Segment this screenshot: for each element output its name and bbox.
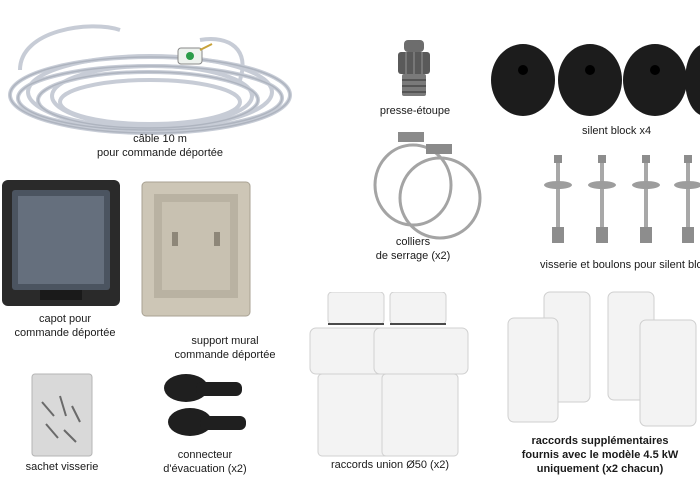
cable-label: câble 10 m pour commande déportée <box>97 133 223 159</box>
drain-connector-label: connecteur d'évacuation (x2) <box>163 449 247 475</box>
cable-gland-image <box>398 40 430 96</box>
extra-fittings-image <box>507 291 697 427</box>
wall-support-label: support mural commande déportée <box>174 335 276 361</box>
bolts-label: visserie et boulons pour silent block <box>540 259 700 271</box>
cable-gland-label: presse-étoupe <box>379 105 451 117</box>
bolts-image <box>544 155 700 243</box>
wall-support-image <box>141 181 251 317</box>
drain-connector-image <box>164 374 246 436</box>
remote-cover-image <box>2 180 120 306</box>
cable-coil-image <box>8 24 292 135</box>
union-fittings-label: raccords union Ø50 (x2) <box>331 459 449 471</box>
union-fittings-image <box>309 292 469 457</box>
hose-clamps-image <box>373 132 482 240</box>
screw-bag-image <box>31 373 93 457</box>
silent-block-label: silent block x4 <box>582 125 652 137</box>
extra-fittings-label: raccords supplémentaires fournis avec le… <box>521 435 679 475</box>
remote-cover-label: capot pour commande déportée <box>14 313 116 339</box>
hose-clamps-label: colliers de serrage (x2) <box>375 236 451 262</box>
screw-bag-label: sachet visserie <box>25 461 99 473</box>
silent-block-image <box>491 44 700 116</box>
